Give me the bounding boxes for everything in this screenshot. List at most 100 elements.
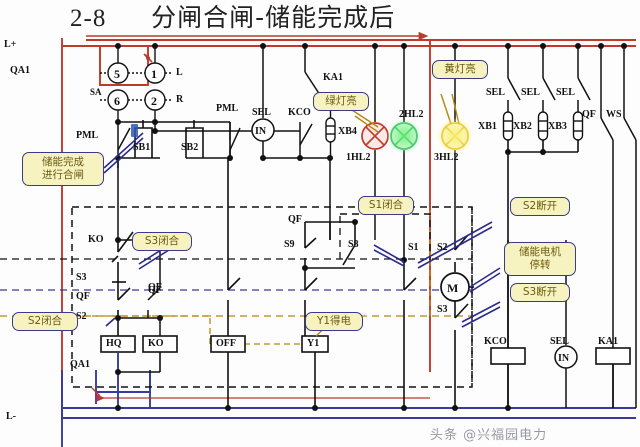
motor-symbol: M (440, 272, 474, 302)
svg-text:IN: IN (558, 353, 570, 364)
callout-s3-open: S3断开 (510, 283, 570, 302)
s3-contact-motor[interactable] (454, 301, 469, 408)
pushbutton-sb1-label: SB1 (133, 142, 151, 153)
xb2-label: XB2 (513, 121, 532, 132)
lamp-1hl2 (361, 122, 389, 150)
coil-ko-label: KO (148, 338, 164, 349)
sel-label-1: SEL (486, 87, 505, 98)
sb1-press-highlight (131, 124, 138, 137)
coil-kco (490, 347, 526, 408)
svg-text:2: 2 (151, 94, 157, 108)
breaker-label-qa1-bottom: QA1 (70, 359, 90, 370)
s2-label-motor: S2 (437, 242, 448, 253)
kco-contact[interactable] (299, 122, 313, 158)
callout-green-lamp-on: 绿灯亮 (313, 92, 369, 111)
ws-label-right: WS (606, 109, 622, 120)
qf-label-branch: QF (148, 285, 162, 296)
sel-label-2: SEL (521, 87, 540, 98)
ko-label: KO (88, 234, 104, 245)
s1-label: S1 (408, 242, 419, 253)
callout-motor-stopped: 储能电机 停转 (504, 242, 576, 276)
callout-leaders (103, 132, 501, 328)
watermark: 头条 @兴福园电力 (430, 428, 548, 443)
coil-ka1 (595, 347, 631, 408)
mechanism-link-dashes (62, 210, 431, 345)
svg-text:1: 1 (151, 67, 157, 81)
s3-label-motor: S3 (437, 304, 448, 315)
bottom-return-arrow (95, 393, 430, 404)
svg-text:*: * (145, 52, 150, 62)
lamp-1hl2-label: 1HL2 (346, 152, 371, 163)
xb1-label: XB1 (478, 121, 497, 132)
coil-kco-bottom-label: KCO (484, 336, 507, 347)
coil-ko (118, 335, 178, 373)
pml-contact-right[interactable] (229, 122, 241, 158)
rail-label-positive: L+ (4, 39, 17, 50)
callout-s2-closed: S2闭合 (12, 312, 78, 331)
callout-store-done-close: 储能完成 进行合闸 (22, 152, 104, 186)
qf-label-left: QF (76, 291, 90, 302)
callout-yellow-lamp-on: 黄灯亮 (432, 60, 488, 79)
pml-label-left: PML (76, 130, 99, 141)
s9-label: S9 (284, 239, 295, 250)
breaker-label-qa1-top: QA1 (10, 65, 30, 76)
callout-y1-energized: Y1得电 (305, 312, 363, 331)
sel-in-branch[interactable]: IN (251, 46, 275, 158)
yellow-lamp-glow (437, 118, 473, 154)
selector-switch-sa[interactable]: 5 1 6 2 (100, 46, 172, 122)
callout-line2: 进行合闸 (42, 169, 84, 181)
qf-label-mid: QF (148, 282, 162, 293)
xb4-label: XB4 (338, 126, 357, 137)
sel-label-3: SEL (556, 87, 575, 98)
qf-contact-left[interactable] (117, 287, 131, 320)
title-text: 分闸合闸-储能完成后 (151, 3, 396, 32)
s8-label: S8 (348, 239, 359, 250)
coil-off-label: OFF (216, 338, 236, 349)
callout-s2-open: S2断开 (510, 197, 570, 216)
pml-contact-left[interactable] (117, 127, 131, 168)
coil-hq-label: HQ (106, 338, 122, 349)
ko-contact[interactable] (111, 231, 134, 272)
rail-label-negative: L- (6, 411, 16, 422)
callout-s3-closed: S3闭合 (132, 232, 192, 251)
s2-label-left: S2 (76, 311, 87, 322)
page-title: 2-8 分闸合闸-储能完成后 (70, 0, 490, 32)
ka1-label-top: KA1 (323, 72, 343, 83)
coil-ka1-bottom-label: KA1 (598, 336, 618, 347)
ws-contact-right[interactable] (623, 46, 637, 408)
off-branch (227, 158, 241, 336)
callout-s1-closed: S1闭合 (358, 196, 414, 215)
negative-rail (61, 370, 636, 447)
s3-contact[interactable] (112, 272, 126, 292)
coil-y1-label: Y1 (307, 338, 320, 349)
svg-text:M: M (447, 281, 458, 295)
lamp-3hl2-label: 3HL2 (434, 152, 459, 163)
svg-text:6: 6 (114, 94, 120, 108)
pml-label-right: PML (216, 103, 239, 114)
callout-line2: 停转 (529, 259, 551, 271)
lamp-2hl2-label: 2HL2 (399, 109, 424, 120)
green-lamp-glow (387, 119, 421, 153)
title-number: 2-8 (70, 5, 107, 32)
sa-position-l: L (176, 67, 183, 78)
coil-off (210, 335, 246, 408)
qa1-bottom-contact (91, 387, 101, 397)
sa-position-r: R (176, 94, 184, 105)
qf-parallel-branch (118, 239, 161, 336)
qa1-top-contact: * (143, 52, 153, 63)
selector-switch-label: SA (90, 87, 102, 97)
svg-text:IN: IN (255, 126, 267, 137)
mechanism-boundary (71, 206, 473, 388)
s1-contact[interactable] (403, 240, 417, 408)
sel-switch-group[interactable] (507, 46, 591, 112)
kco-label-top: KCO (288, 107, 311, 118)
coil-y1 (301, 335, 329, 408)
qf-label-upper: QF (288, 214, 302, 225)
xb3-label: XB3 (548, 121, 567, 132)
pushbutton-sb1[interactable] (118, 120, 160, 159)
callout-line1: 储能完成 (42, 156, 84, 168)
callout-line1: 储能电机 (519, 246, 561, 258)
sel-bottom-label: SEL (550, 336, 569, 347)
